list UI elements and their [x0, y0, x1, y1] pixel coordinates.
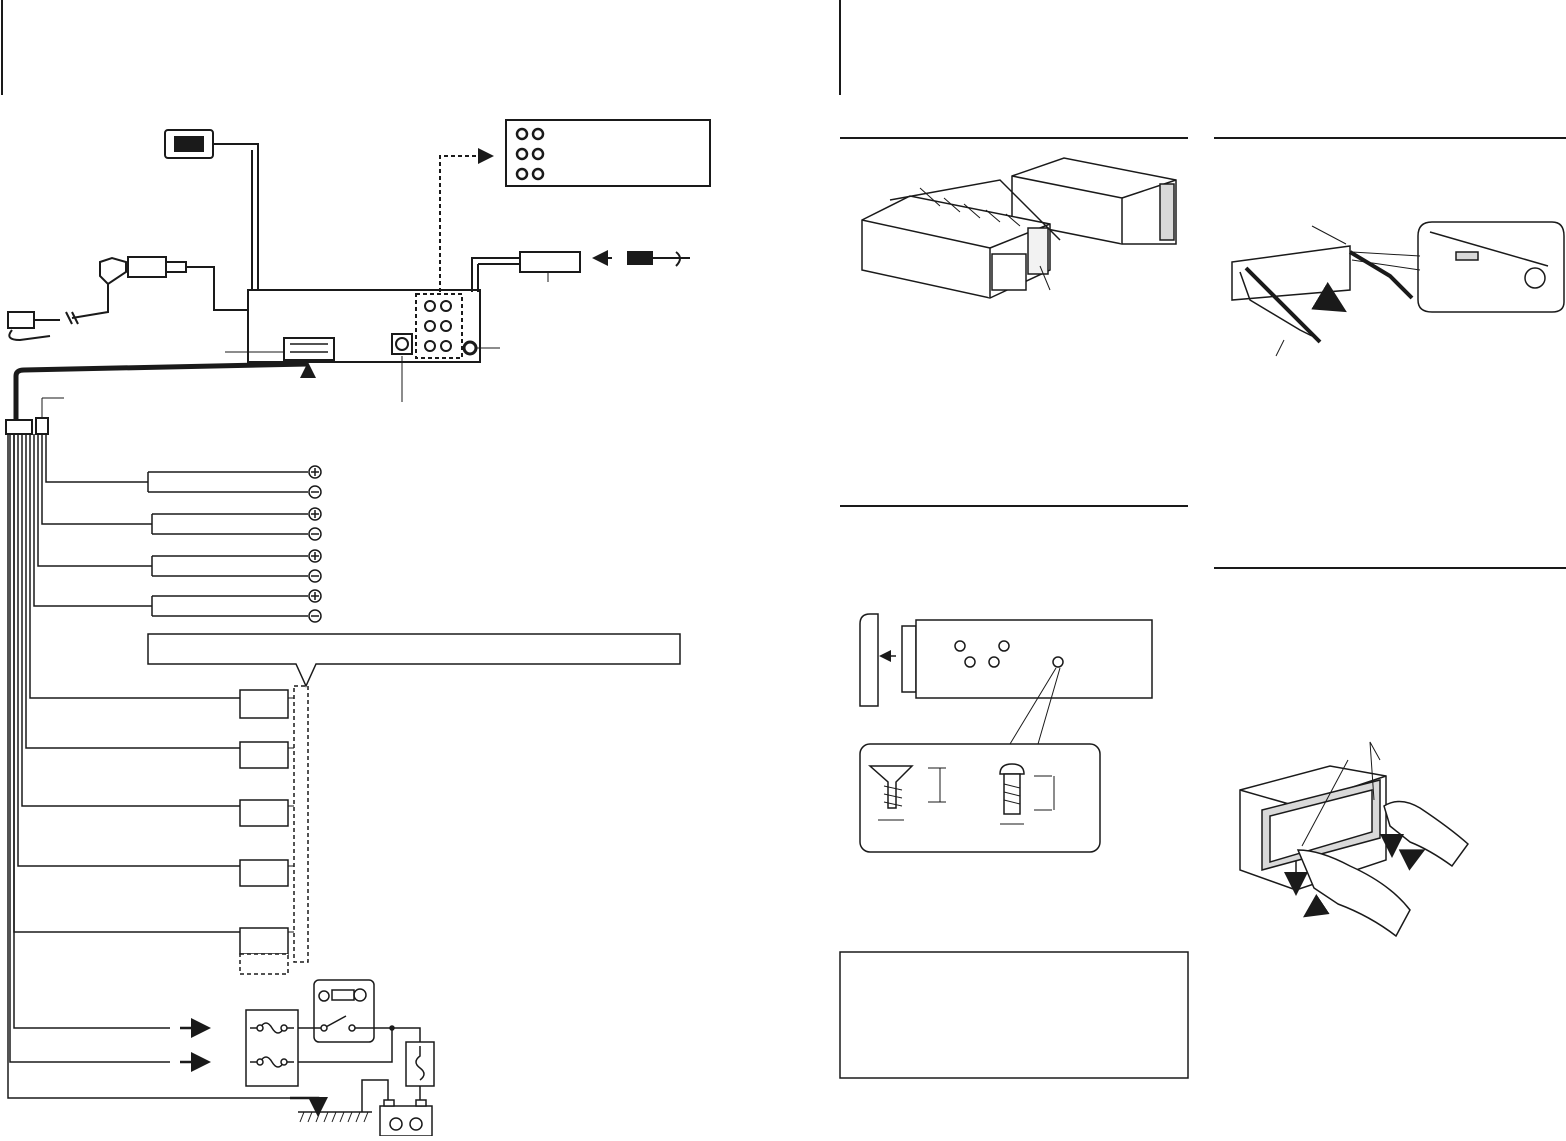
- section-rules: [840, 137, 1566, 569]
- hand-removal-illustration: [1239, 741, 1470, 938]
- accessory-terminal-boxes: [239, 689, 289, 975]
- faceplate-removal-illustration: [1231, 221, 1565, 357]
- ignition-key-icon: [298, 979, 421, 1063]
- head-unit-rear: [225, 250, 690, 402]
- preout-output-box: [439, 119, 711, 292]
- battery-icon: [298, 1041, 435, 1137]
- usb-connector-icon: [164, 129, 259, 305]
- connection-diagram: [5, 119, 711, 1137]
- microphone-icon: [7, 311, 60, 342]
- speaker-terminal-symbols: [308, 465, 322, 623]
- page-header-rules: [1, 0, 841, 95]
- note-box: [839, 951, 1189, 1079]
- mounting-sleeve-illustration: [861, 157, 1177, 299]
- screw-mounting-illustration: [859, 613, 1153, 853]
- speaker-wires: [33, 434, 308, 617]
- microphone-jack-icon: [65, 256, 250, 325]
- preout-jack-cluster: [424, 300, 452, 352]
- fuse-box: [245, 1009, 299, 1087]
- control-wires: [13, 434, 240, 933]
